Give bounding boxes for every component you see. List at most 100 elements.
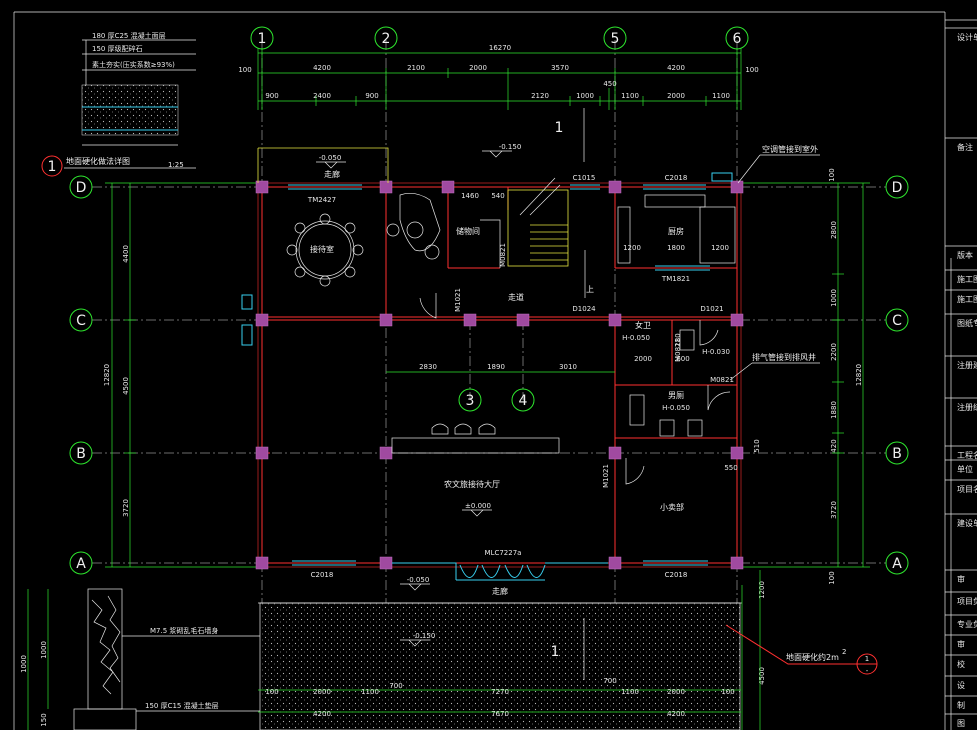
dim-bot-3: 1100 [361, 688, 379, 696]
drawing-frame [13, 11, 977, 730]
room-dining: 接待室 [310, 244, 334, 254]
dimension-right: 2800 1000 2200 1880 420 510 3720 12820 1… [742, 168, 870, 585]
opening-labels: TM2427 C1015 C2018 TM1821 D1021 D1024 M0… [307, 174, 734, 579]
column-square [608, 556, 622, 570]
dim-bot-1: 100 [265, 688, 278, 696]
axis-6-label: 6 [733, 31, 742, 47]
wall-detail-label: M7.5 浆砌乱毛石墙身 [150, 626, 218, 635]
dim-right-4: 1880 [830, 401, 838, 419]
label-tm2427: TM2427 [307, 196, 336, 204]
room-storage: 储物间 [456, 226, 480, 236]
title-block-row: 图纸专 [957, 318, 977, 328]
dim-bot-4: 7270 [491, 688, 509, 696]
wall-detail: M7.5 浆砌乱毛石墙身 150 厚C15 混凝土垫层 1000 1000 15… [20, 588, 260, 730]
dim-left-total: 12820 [103, 364, 111, 386]
dim-right-2: 1000 [830, 289, 838, 307]
column-square [255, 180, 269, 194]
column-square [463, 313, 477, 327]
room-kitchen: 厨房 [668, 226, 684, 236]
level-6: ±0.000 [465, 502, 491, 510]
label-tm1821: TM1821 [661, 275, 690, 283]
dim-bot-small-2: 700 [603, 677, 616, 685]
dim-small-5: 1200 [711, 244, 729, 252]
dim-small-6: 2000 [634, 355, 652, 363]
dimension-inner: 2830 1890 3010 1460 540 1200 1800 1200 2… [386, 192, 738, 472]
title-block-row: 单位 [957, 464, 973, 474]
axis-4-label: 4 [519, 393, 528, 409]
axis-5-label: 5 [611, 31, 620, 47]
dim-row2-3: 900 [365, 92, 378, 100]
room-walkway-top: 走廊 [324, 169, 340, 179]
wall-dim-1: 1000 [20, 655, 28, 673]
axis-bubbles-top: 1 2 5 6 [250, 26, 749, 50]
label-d1024: D1024 [572, 305, 596, 313]
dim-left-1: 4400 [122, 245, 130, 263]
dim-right-6: 510 [753, 439, 761, 452]
room-male-wc: 男厕 [668, 391, 684, 400]
dim-row2-1: 900 [265, 92, 278, 100]
wall-dim-2: 1000 [40, 641, 48, 659]
dim-edge-right: 100 [745, 66, 758, 74]
dim-small-8: 550 [724, 464, 737, 472]
label-c2018-br: C2018 [665, 571, 688, 579]
windows [241, 172, 733, 581]
label-m0821-stor: M0821 [499, 243, 507, 267]
axis-bubbles-right: D C B A [885, 175, 909, 575]
note-exhaust: 排气管接到排风井 [752, 352, 816, 362]
dim-row2-7: 2000 [667, 92, 685, 100]
level-8: -0.150 [413, 632, 436, 640]
title-block-row: 注册结 [957, 402, 977, 412]
dim-right-1: 2800 [830, 221, 838, 239]
title-block-row: 制 [957, 700, 965, 710]
axis-d-right: D [892, 180, 903, 196]
dim-right-7: 3720 [830, 501, 838, 519]
note-ac-pipe: 空调管接到室外 [762, 144, 818, 154]
title-block-row: 设 [957, 680, 965, 690]
label-c2018-top: C2018 [665, 174, 688, 182]
axis-bubbles-left: D C B A [69, 175, 93, 575]
column-square [379, 556, 393, 570]
title-block-row: 项目负 [957, 596, 977, 606]
dim-bot2-3: 4200 [667, 710, 685, 718]
dim-small-2: 540 [491, 192, 504, 200]
dimension-left: 4400 4500 3720 12820 [103, 182, 260, 568]
ground-hardening-area [258, 602, 742, 730]
legend-title: 地面硬化做法详图 [66, 156, 130, 166]
column-square [730, 556, 744, 570]
dim-right-small-2: 100 [828, 571, 836, 584]
axis-b-right: B [892, 446, 902, 462]
column-square [379, 180, 393, 194]
label-m0821-male: M0821 [710, 376, 734, 384]
room-walkway-bottom: 走廊 [492, 586, 508, 596]
annotations: 空调管接到室外 排气管接到排风井 地面硬化约2m 2 1 - [725, 144, 878, 675]
title-block-row: 审 [957, 574, 965, 584]
structural-columns [255, 180, 744, 570]
axis-3-label: 3 [466, 393, 475, 409]
column-square [608, 313, 622, 327]
title-block-row: 校 [957, 659, 965, 669]
note-ground-hardening: 地面硬化约2m [786, 652, 839, 662]
dim-top-2: 2100 [407, 64, 425, 72]
staircase [257, 147, 586, 298]
dim-inner-3: 3010 [559, 363, 577, 371]
axis-b-left: B [76, 446, 86, 462]
column-square [730, 446, 744, 460]
dim-right-small-1: 100 [828, 168, 836, 181]
dim-small-4: 1800 [667, 244, 685, 252]
mark-1-top: 1 [555, 120, 564, 136]
column-square [379, 313, 393, 327]
room-labels: 接待室 储物间 厨房 走道 女卫 男厕 农文旅接待大厅 小卖部 走廊 走廊 上 [310, 169, 684, 596]
callout-number: 1 [865, 655, 869, 663]
dim-bot-6: 1100 [621, 688, 639, 696]
axis-1-label: 1 [258, 31, 267, 47]
title-block-row: 备注 [957, 142, 973, 152]
title-block-row: 建设单 [957, 518, 977, 528]
column-square [255, 313, 269, 327]
title-block-row: 工程名 [957, 450, 977, 460]
index-marks: 1 1 [551, 108, 585, 680]
dim-row2-4: 2120 [531, 92, 549, 100]
label-m0821-wc: M0821 [674, 338, 682, 362]
dim-top-3: 2000 [469, 64, 487, 72]
dim-small-9: 180 [674, 333, 682, 346]
